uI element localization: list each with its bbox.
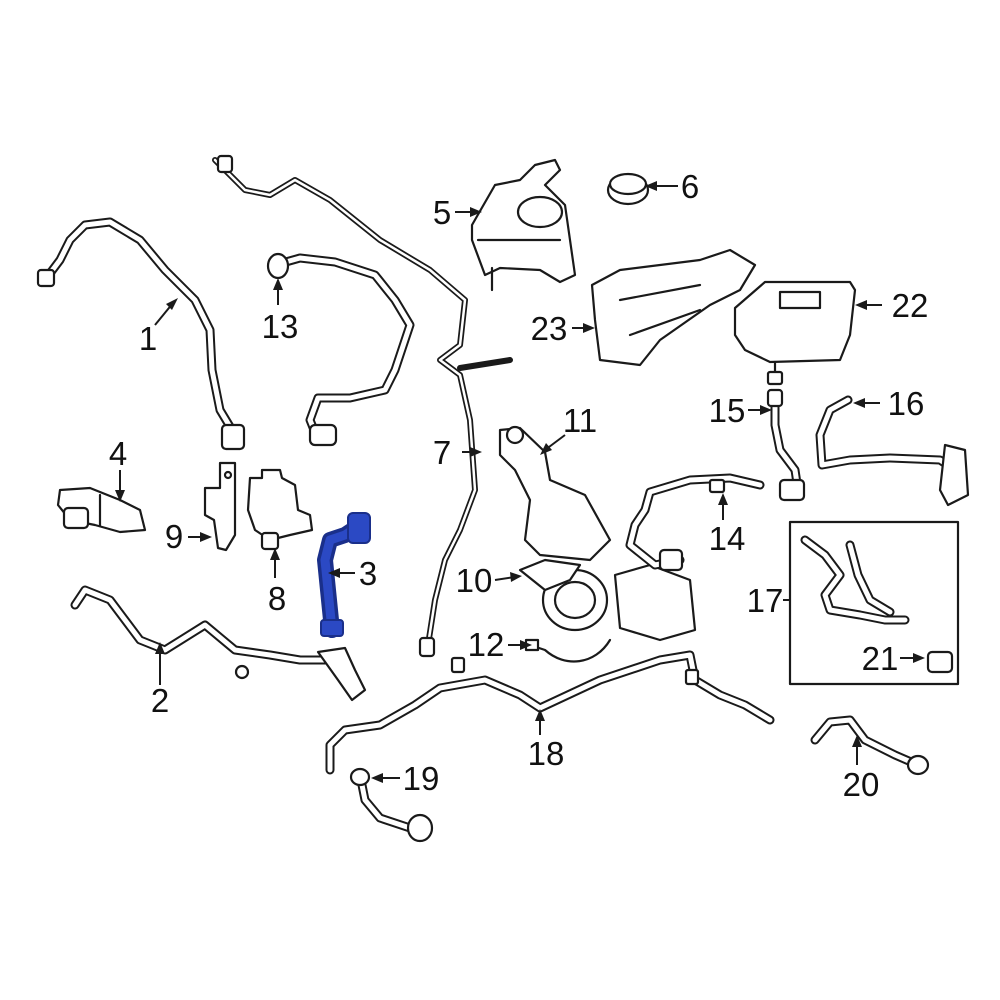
callout-23: 23 [531, 310, 568, 347]
part-12-clamp[interactable] [524, 638, 612, 663]
callout-3: 3 [359, 555, 377, 592]
callout-22: 22 [892, 287, 929, 324]
callout-7: 7 [433, 434, 451, 471]
callout-20: 20 [843, 766, 880, 803]
callout-4: 4 [109, 435, 127, 472]
callout-17: 17 [747, 582, 784, 619]
part-13-hose[interactable] [266, 252, 415, 447]
callout-12: 12 [468, 626, 505, 663]
part-18-hose[interactable] [325, 650, 775, 775]
part-8-valve[interactable] [246, 468, 314, 551]
part-7-line[interactable] [212, 154, 513, 658]
callout-8: 8 [268, 580, 286, 617]
part-17-hose-assembly[interactable] [788, 520, 960, 686]
callout-11: 11 [563, 402, 597, 439]
callout-13: 13 [262, 308, 299, 345]
part-3-highlighted-hose[interactable] [317, 512, 371, 638]
callout-5: 5 [433, 194, 451, 231]
callout-16: 16 [888, 385, 925, 422]
callout-14: 14 [709, 520, 746, 557]
part-1-hose[interactable] [36, 217, 246, 451]
callout-10: 10 [456, 562, 493, 599]
callout-1: 1 [139, 320, 157, 357]
callout-15: 15 [709, 392, 746, 429]
callout-9: 9 [165, 518, 183, 555]
callout-labels: 1 2 3 4 5 6 7 8 9 10 11 12 13 14 15 16 1… [109, 168, 929, 803]
part-10-pump[interactable] [518, 558, 609, 632]
part-22-control-unit[interactable] [733, 280, 857, 386]
callout-6: 6 [681, 168, 699, 205]
callout-19: 19 [403, 760, 440, 797]
part-4-fitting[interactable] [56, 486, 147, 534]
part-21-connector[interactable] [926, 650, 954, 674]
callout-21: 21 [862, 640, 899, 677]
part-6-cap[interactable] [606, 172, 650, 206]
part-16-hose[interactable] [815, 395, 970, 507]
leader-lines [115, 181, 925, 783]
control-module [613, 563, 697, 642]
part-14-hose[interactable] [625, 473, 765, 572]
part-9-bracket[interactable] [203, 461, 237, 552]
part-20-hose[interactable] [810, 715, 930, 776]
part-15-hose[interactable] [766, 388, 806, 502]
part-23-frame[interactable] [590, 248, 757, 367]
callout-18: 18 [528, 735, 565, 772]
callout-2: 2 [151, 682, 169, 719]
part-5-reservoir[interactable] [470, 158, 577, 292]
part-11-bracket[interactable] [498, 425, 612, 562]
part-19-hose[interactable] [349, 767, 434, 843]
part-2-hose[interactable] [70, 585, 367, 702]
